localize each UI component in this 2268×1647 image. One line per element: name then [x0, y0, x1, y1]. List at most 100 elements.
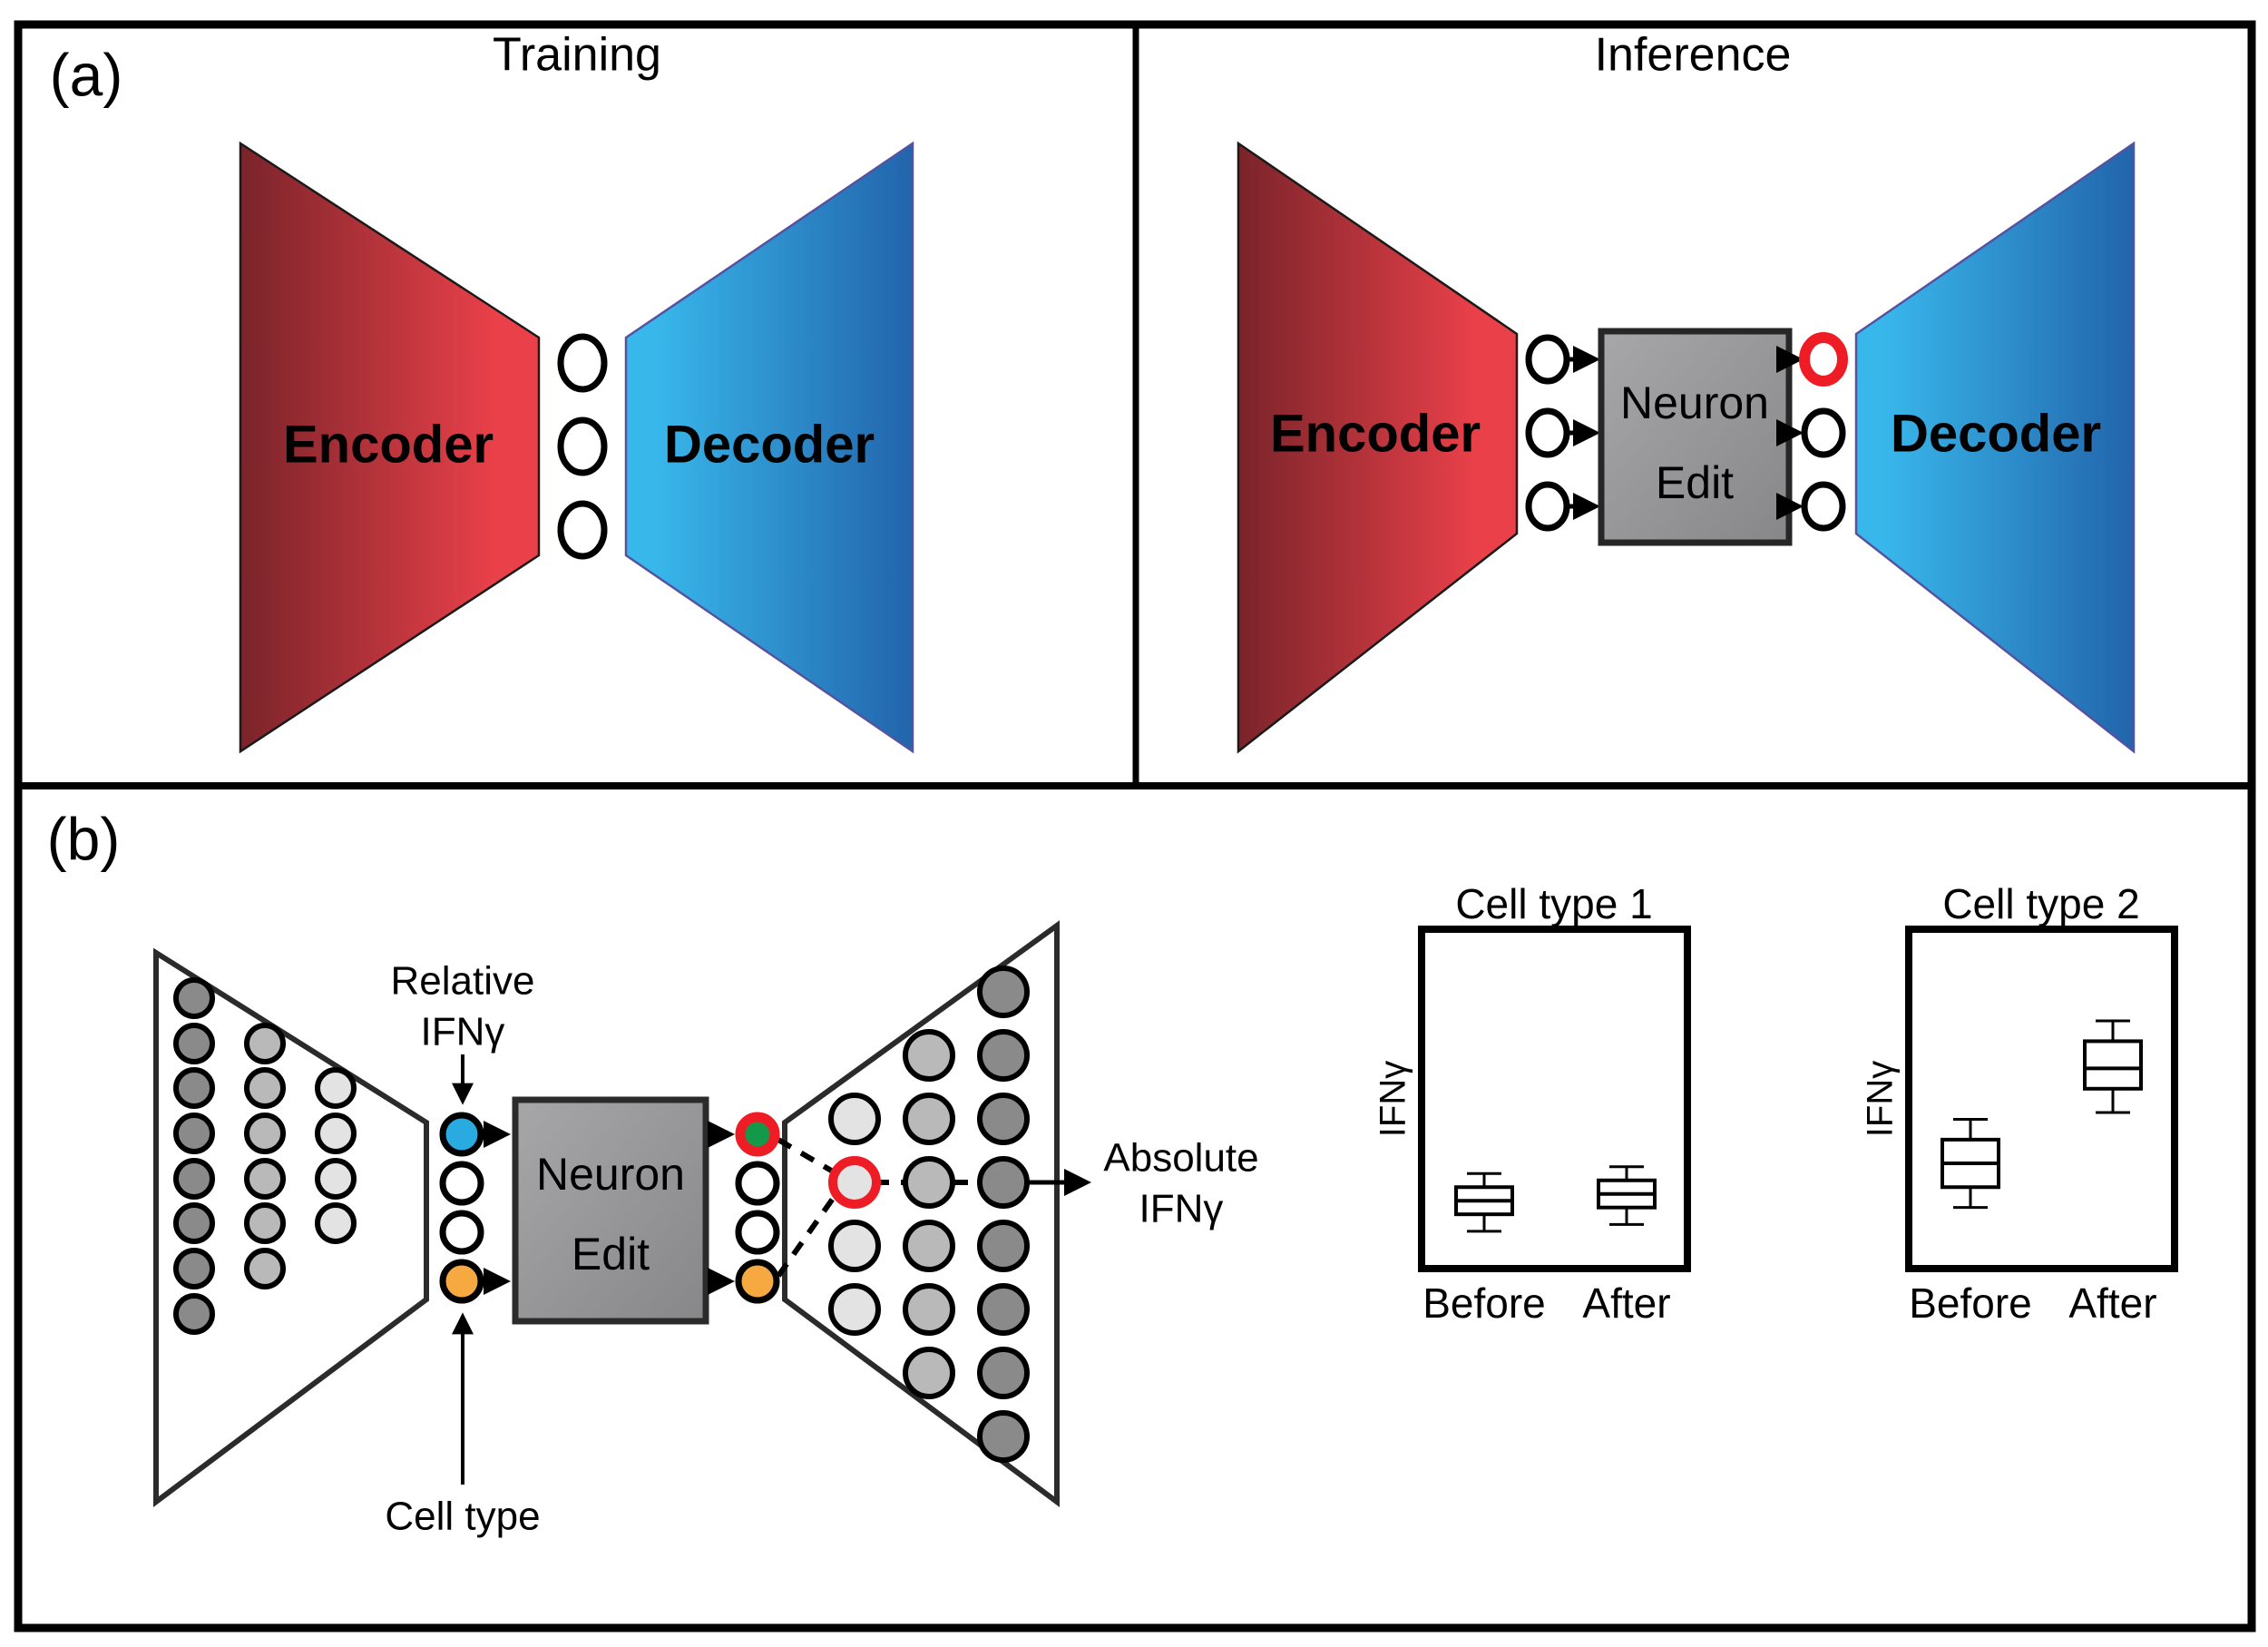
chart1-boxplots — [1454, 1165, 1657, 1233]
decoder-neuron — [977, 1029, 1030, 1082]
training-latent-neuron — [557, 333, 608, 393]
latent-input-neuron-white — [439, 1210, 484, 1255]
latent-output-neuron-green — [735, 1112, 780, 1157]
inference-neuron-edit-box — [1598, 328, 1793, 546]
b-neuron-edit-box — [512, 1096, 709, 1325]
inference-neuron-edit-line2: Edit — [1656, 457, 1734, 508]
decoder-neuron — [903, 1093, 955, 1145]
edited-target-neuron — [828, 1156, 881, 1209]
inference-output-neuron — [1801, 407, 1846, 458]
encoder-neuron — [244, 1067, 286, 1109]
inference-input-neuron — [1525, 407, 1570, 458]
training-decoder-label: Decoder — [664, 415, 875, 474]
encoder-neuron — [244, 1158, 286, 1200]
relative-ifng-label-line1: Relative — [391, 959, 535, 1004]
inference-output-neuron — [1801, 481, 1846, 532]
encoder-neuron — [173, 1113, 215, 1154]
relative-ifng-label-line2: IFNγ — [421, 1010, 505, 1054]
chart2-frame — [1905, 926, 2178, 1272]
decoder-neuron — [977, 1220, 1030, 1272]
latent-input-neuron-blue — [439, 1112, 484, 1157]
decoder-neuron — [903, 1283, 955, 1336]
decoder-neuron — [977, 1093, 1030, 1145]
training-encoder-shape — [239, 141, 541, 754]
training-decoder-shape — [624, 141, 914, 754]
inference-decoder-label: Decoder — [1891, 404, 2101, 463]
training-latent-neurons — [557, 333, 608, 560]
panel-b-label: (b) — [47, 805, 121, 872]
b-latent-input-neurons — [439, 1112, 484, 1304]
absolute-ifng-label-line1: Absolute — [1103, 1136, 1258, 1181]
training-latent-neuron — [557, 417, 608, 476]
encoder-neuron — [315, 1202, 357, 1244]
encoder-neuron — [173, 1202, 215, 1244]
inference-neuron-edit-line1: Neuron — [1620, 377, 1769, 428]
b-decoder-neurons — [828, 966, 1030, 1463]
training-title: Training — [493, 29, 661, 82]
latent-input-neuron-white — [439, 1161, 484, 1206]
dashed-connection — [776, 1188, 842, 1278]
decoder-neuron — [903, 1156, 955, 1209]
training-encoder-label: Encoder — [283, 415, 494, 474]
dashed-connection — [777, 1137, 841, 1178]
b-encoder-neurons — [173, 977, 357, 1335]
decoder-neuron — [903, 1029, 955, 1082]
encoder-neuron — [173, 1248, 215, 1289]
chart1-category-before: Before — [1422, 1279, 1546, 1327]
latent-output-neuron-orange — [735, 1259, 780, 1304]
decoder-neuron — [828, 1093, 881, 1145]
chart2-category-before: Before — [1909, 1279, 2032, 1327]
cell-type-label: Cell type — [385, 1495, 540, 1539]
b-neuron-edit-line1: Neuron — [536, 1149, 685, 1200]
chart2-ylabel: IFNγ — [1861, 1061, 1901, 1137]
inference-input-neurons — [1525, 334, 1570, 532]
decoder-neuron — [903, 1220, 955, 1272]
decoder-neuron — [977, 1283, 1030, 1336]
inference-edited-neuron — [1799, 332, 1848, 387]
chart2-category-after: After — [2068, 1279, 2156, 1327]
inference-encoder-label: Encoder — [1270, 404, 1481, 463]
absolute-ifng-label-line2: IFNγ — [1139, 1187, 1224, 1231]
encoder-neuron — [173, 977, 215, 1019]
chart2-boxplots — [1941, 1019, 2143, 1210]
chart2-title: Cell type 2 — [1942, 880, 2139, 927]
b-neuron-edit-line2: Edit — [572, 1229, 650, 1279]
encoder-neuron — [244, 1248, 286, 1289]
chart1-category-after: After — [1582, 1279, 1670, 1327]
b-latent-output-neurons — [735, 1112, 780, 1304]
decoder-neuron — [977, 1410, 1030, 1463]
inference-input-neuron — [1525, 481, 1570, 532]
encoder-neuron — [173, 1158, 215, 1200]
encoder-neuron — [315, 1113, 357, 1154]
encoder-neuron — [173, 1293, 215, 1335]
encoder-neuron — [173, 1067, 215, 1109]
encoder-neuron — [315, 1067, 357, 1109]
decoder-neuron — [977, 1347, 1030, 1399]
chart1-title: Cell type 1 — [1455, 880, 1652, 927]
encoder-neuron — [244, 1202, 286, 1244]
decoder-neuron — [828, 1283, 881, 1336]
training-latent-neuron — [557, 500, 608, 560]
latent-input-neuron-orange — [439, 1259, 484, 1304]
latent-output-neuron-white — [735, 1210, 780, 1255]
decoder-neuron — [977, 966, 1030, 1018]
inference-output-neurons — [1799, 332, 1848, 532]
decoder-neuron — [828, 1220, 881, 1272]
latent-output-neuron-white — [735, 1161, 780, 1206]
panel-a-label: (a) — [50, 41, 123, 108]
inference-input-neuron — [1525, 334, 1570, 385]
inference-encoder-shape — [1237, 141, 1519, 754]
b-encoder-shape — [153, 947, 429, 1507]
inference-decoder-shape — [1854, 141, 2136, 754]
encoder-neuron — [173, 1023, 215, 1064]
decoder-neuron — [903, 1347, 955, 1399]
boxplot-box — [2083, 1039, 2143, 1091]
decoder-neuron — [977, 1156, 1030, 1209]
encoder-neuron — [244, 1113, 286, 1154]
chart1-frame — [1418, 926, 1691, 1272]
chart1-ylabel: IFNγ — [1374, 1061, 1413, 1137]
encoder-neuron — [244, 1023, 286, 1064]
inference-title: Inference — [1595, 29, 1792, 82]
